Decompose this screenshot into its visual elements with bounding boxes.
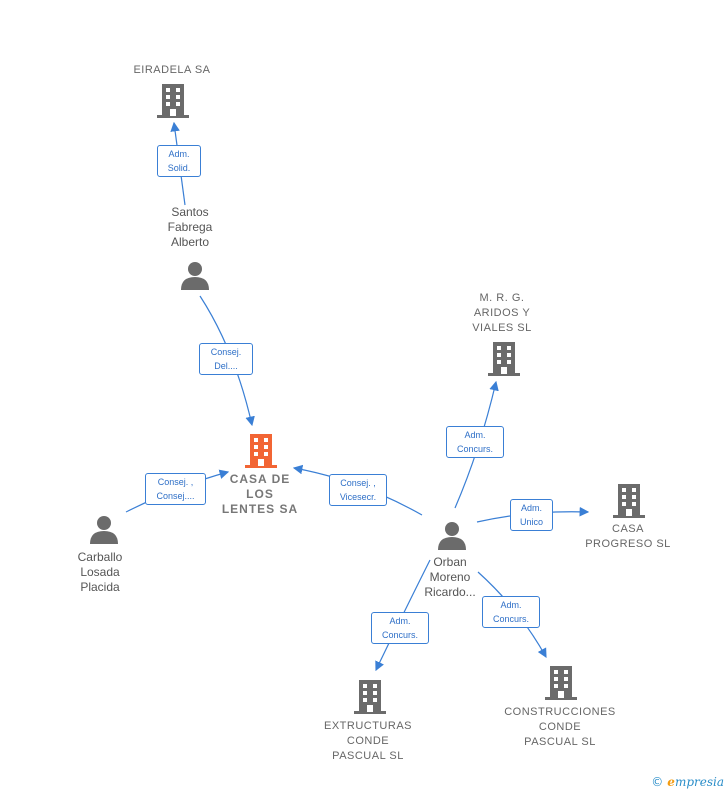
person-icon [438,522,466,550]
edge-label-adm-solid: Adm. Solid. [157,145,201,177]
company-node-casa-progreso[interactable]: CASA PROGRESO SL [585,523,671,550]
edge-label-adm-concurs: Adm. Concurs. [446,426,504,458]
company-node-extructuras[interactable]: EXTRUCTURAS CONDE PASCUAL SL [323,720,412,762]
building-icon [354,680,386,714]
company-node-casa-de-los-lentes[interactable]: CASA DE LOS LENTES SA [221,472,299,516]
company-node-construcciones[interactable]: CONSTRUCCIONES CONDE PASCUAL SL [504,706,616,748]
person-node-santos[interactable]: Santos Fabrega Alberto [167,205,213,249]
edge-label-consej-consej: Consej. , Consej.... [145,473,206,505]
person-node-orban[interactable]: Orban Moreno Ricardo... [424,555,476,599]
person-icon [90,516,118,544]
company-node-eiradela[interactable]: EIRADELA SA [133,64,211,76]
building-icon [613,484,645,518]
empresia-logo[interactable]: ©empresia [651,775,724,789]
edge-label-consej-del: Consej. Del.... [199,343,253,375]
edge-label-consej-vicesecr: Consej. , Vicesecr. [329,474,387,506]
edge-label-adm-unico: Adm. Unico [510,499,553,531]
building-icon [157,84,189,118]
building-icon [545,666,577,700]
brand-initial: e [667,775,675,789]
building-icon-highlighted [245,434,277,468]
person-node-carballo[interactable]: Carballo Losada Placida [77,550,123,594]
building-icon [488,342,520,376]
company-node-mrg-aridos[interactable]: M. R. G. ARIDOS Y VIALES SL [472,292,532,334]
person-icon [181,262,209,290]
brand-name: mpresia [674,775,724,789]
edge-label-adm-concurs: Adm. Concurs. [371,612,429,644]
edge-label-adm-concurs: Adm. Concurs. [482,596,540,628]
copyright-icon: © [651,775,664,789]
